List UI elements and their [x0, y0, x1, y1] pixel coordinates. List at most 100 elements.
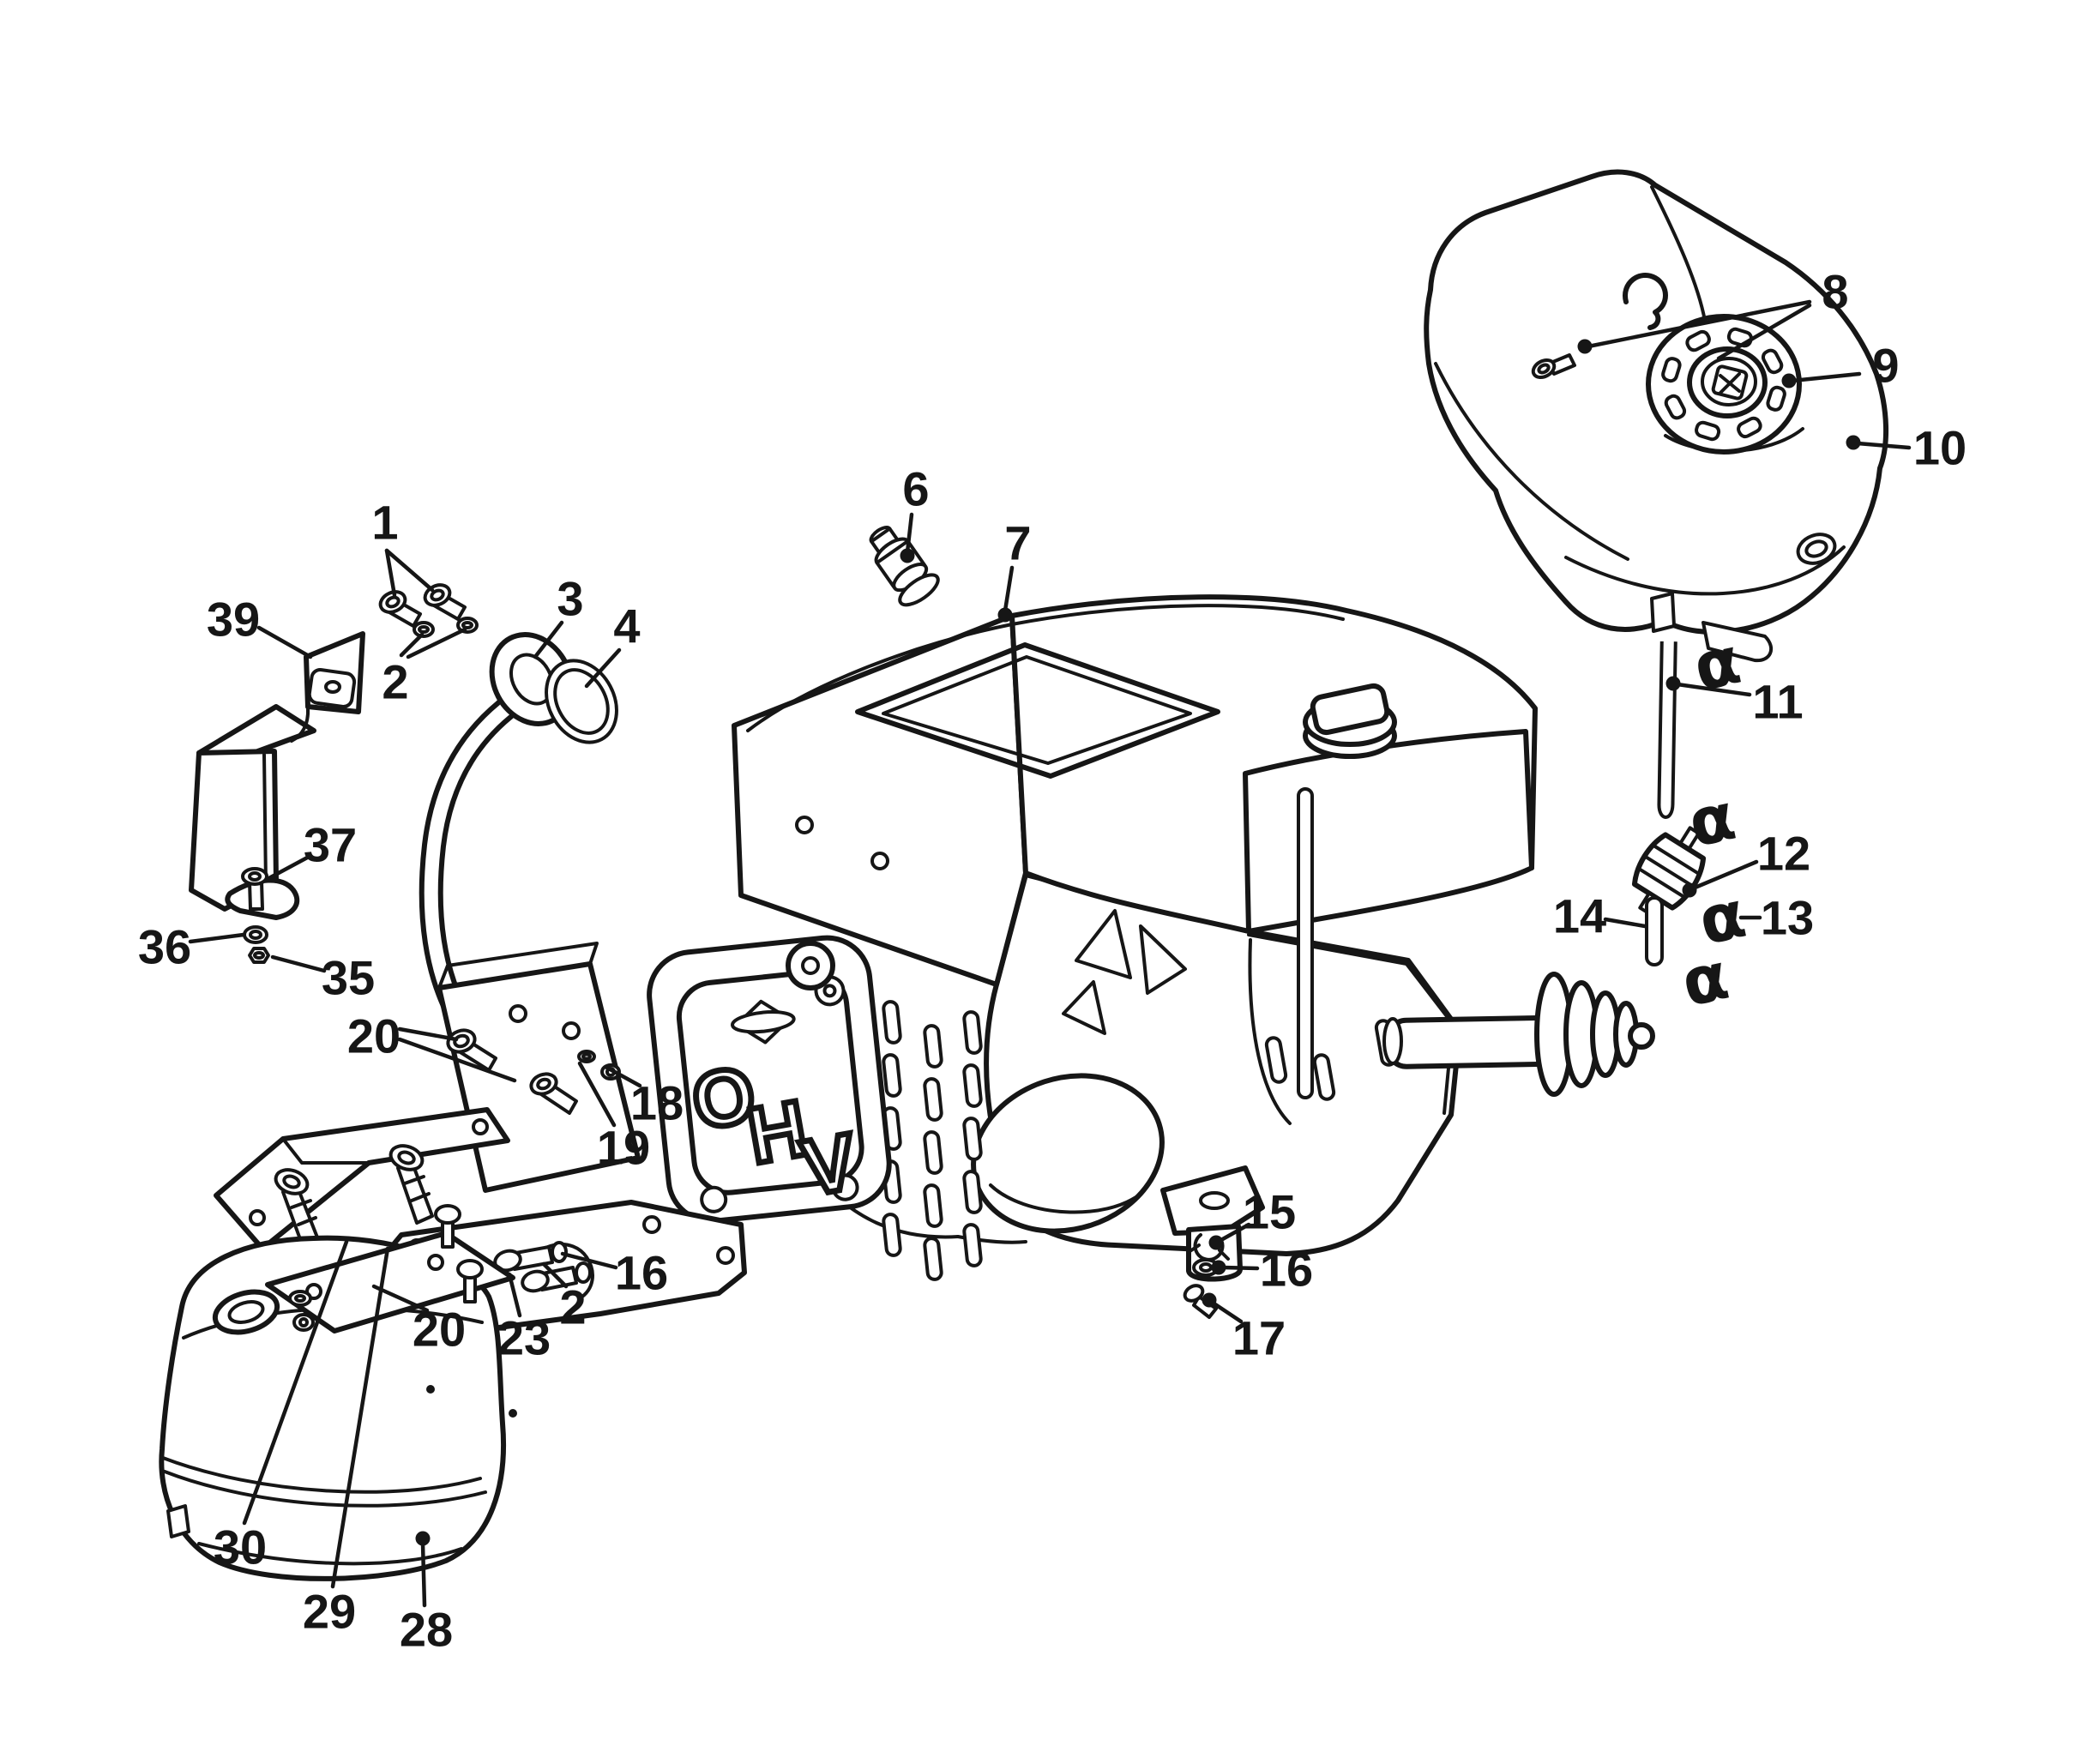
- callout-number-36: 36: [138, 920, 191, 974]
- callout-10: 10: [1846, 421, 1967, 475]
- plate-bolt: [446, 1028, 497, 1072]
- callout-number-12: 12: [1757, 827, 1810, 881]
- plate-nut: [292, 1313, 315, 1332]
- callout-number-17: 17: [1232, 1311, 1286, 1365]
- dipstick-tube: [1297, 787, 1314, 1099]
- callout-39: 39: [207, 593, 313, 659]
- fuel-hose: [1645, 896, 1664, 966]
- callout-7: 7: [997, 516, 1032, 623]
- shield-nut: [248, 947, 270, 964]
- callout-18: 18: [603, 1064, 684, 1130]
- callout-16: 16: [560, 1246, 668, 1300]
- callout-number-39: 39: [207, 593, 260, 647]
- callout-number-7: 7: [1004, 516, 1031, 570]
- callout-number-15: 15: [1243, 1185, 1296, 1239]
- fuel-fitting: [869, 526, 940, 607]
- screw-part: [1183, 1284, 1218, 1319]
- callout-number-20: 20: [347, 1009, 401, 1063]
- plate-stud: [434, 1204, 461, 1249]
- callout-30: 30: [214, 1239, 349, 1574]
- callout-number-35: 35: [322, 951, 375, 1005]
- ring-gasket: [545, 659, 618, 744]
- mounting-foot: [1160, 1165, 1265, 1282]
- callout-20: 20: [347, 1009, 517, 1083]
- cylinder-head: O H V: [647, 935, 892, 1224]
- leader-dot: [1208, 1235, 1224, 1250]
- washer: [413, 621, 435, 638]
- callout-number-3: 3: [557, 572, 583, 626]
- remote-fuel-tank: [1424, 169, 1889, 663]
- callout-number-1: 1: [371, 496, 398, 550]
- leader-dot: [415, 1531, 431, 1546]
- callouts: 1234678910111213141516171819201622320282…: [138, 265, 1967, 1657]
- leader-dot: [900, 548, 915, 563]
- cylinder-fins: [882, 1000, 983, 1281]
- fuel-line: [1657, 641, 1677, 819]
- engine-fuel-tank: [1243, 683, 1534, 1099]
- callout-28: 28: [400, 1531, 453, 1657]
- shield-grommet: [243, 925, 268, 944]
- callout-11: 11: [1665, 675, 1804, 729]
- plate-washer: [577, 1050, 596, 1063]
- callout-number-4: 4: [613, 599, 640, 653]
- leader-dot: [1781, 373, 1797, 388]
- fan-blades: [1062, 909, 1187, 1035]
- leader-dot: [1211, 1260, 1226, 1275]
- callout-16: 16: [1211, 1243, 1313, 1297]
- plate-bolt: [529, 1072, 578, 1115]
- callout-8: 8: [1577, 265, 1849, 361]
- callout-35: 35: [270, 951, 375, 1005]
- recoil-cover: [855, 642, 1220, 779]
- callout-12: 12: [1682, 827, 1810, 898]
- engine-block: [804, 872, 1462, 1282]
- bracket-bolt: [388, 1144, 434, 1225]
- callout-number-16: 16: [615, 1246, 668, 1300]
- callout-2: 2: [382, 627, 467, 709]
- callout-number-13: 13: [1761, 891, 1814, 945]
- callout-number-28: 28: [400, 1603, 453, 1657]
- pto-shaft: [1382, 972, 1655, 1097]
- plate-stud: [456, 1259, 484, 1303]
- leader-dot: [1665, 676, 1681, 691]
- exhaust-hose-group: [378, 583, 618, 1047]
- leader-dot: [1846, 435, 1861, 450]
- callout-13: 13: [1738, 891, 1814, 945]
- callout-2: 2: [541, 1261, 587, 1334]
- callout-number-2: 2: [382, 655, 408, 709]
- callout-number-29: 29: [303, 1585, 356, 1639]
- callout-6: 6: [900, 462, 930, 563]
- callout-23: 23: [497, 1272, 551, 1365]
- shield-bolt: [423, 583, 467, 621]
- callout-number-37: 37: [304, 818, 357, 872]
- callout-number-18: 18: [630, 1076, 684, 1130]
- callout-17: 17: [1202, 1292, 1286, 1365]
- drain-hardware: [1183, 1233, 1230, 1319]
- callout-number-8: 8: [1822, 265, 1848, 319]
- callout-number-16: 16: [1260, 1243, 1313, 1297]
- muffler-outlet: [212, 1289, 280, 1335]
- housing-front-panel: [732, 613, 1028, 987]
- plate-washer: [288, 1290, 312, 1307]
- callout-number-23: 23: [497, 1311, 551, 1365]
- briggs-logo-icon: [731, 999, 796, 1045]
- callout-14: 14: [1553, 889, 1647, 943]
- tank-mount-tab: [1701, 621, 1774, 663]
- callout-37: 37: [263, 818, 357, 882]
- tank-vent-screw: [1531, 353, 1576, 380]
- callout-number-9: 9: [1872, 339, 1899, 393]
- callout-19: 19: [577, 1061, 650, 1175]
- callout-number-10: 10: [1913, 421, 1967, 475]
- callout-number-11: 11: [1752, 675, 1803, 729]
- callout-number-6: 6: [902, 462, 929, 516]
- shield-bolt: [378, 590, 422, 628]
- tank-fuel-cap: [1646, 314, 1802, 455]
- leader-dot: [997, 607, 1013, 623]
- callout-36: 36: [138, 920, 246, 974]
- callout-number-30: 30: [214, 1520, 267, 1574]
- shield-flange: [225, 867, 300, 920]
- upper-bracket: [214, 1107, 510, 1251]
